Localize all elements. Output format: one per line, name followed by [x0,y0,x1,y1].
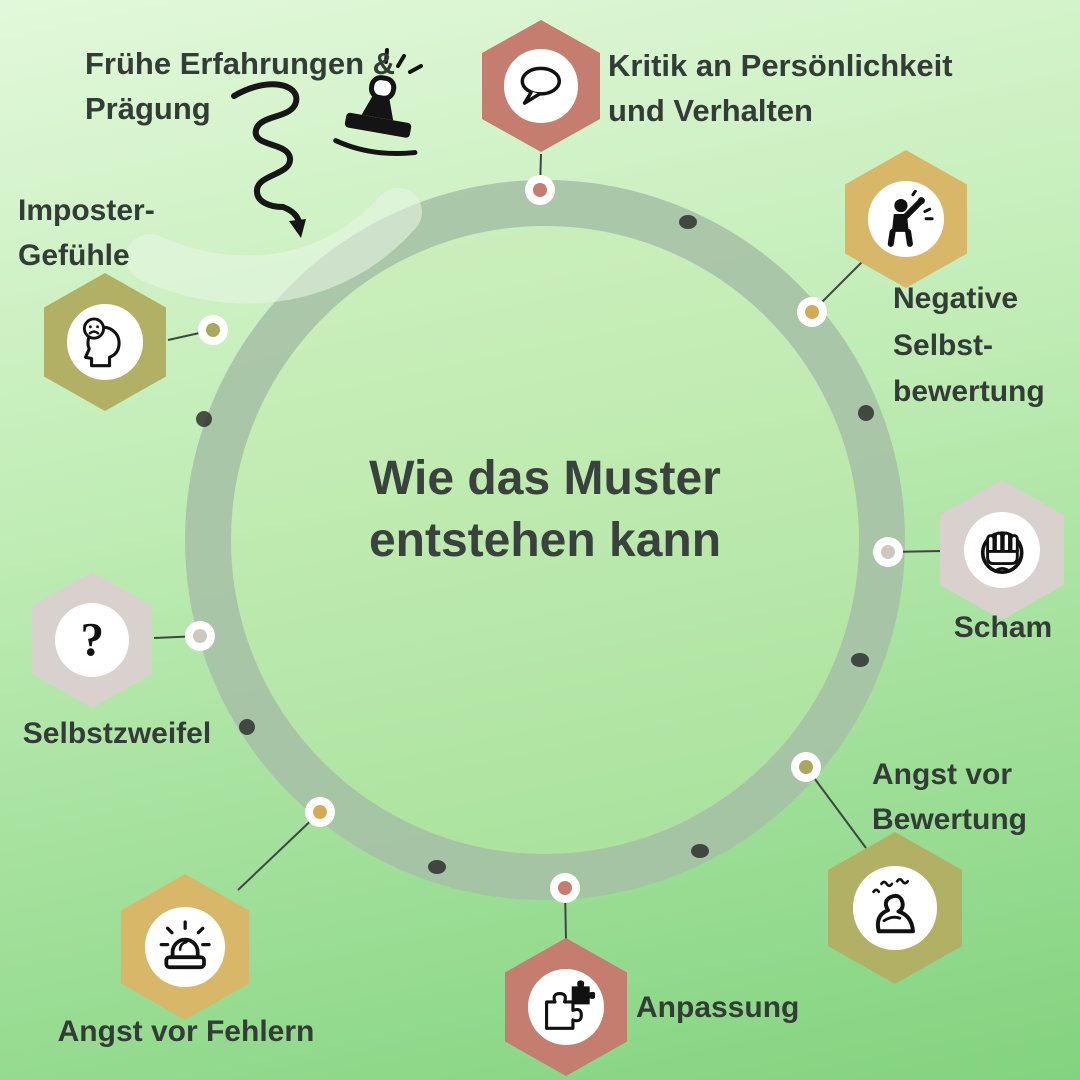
icon-disc [963,511,1041,589]
icon-disc [853,866,937,950]
icon-disc [868,181,944,257]
node-label-negative: Negative Selbst- bewertung [893,282,1045,408]
node-label-bewertung: Angst vor Bewertung [872,758,1028,836]
circle-inner-fill [231,226,859,854]
intro-label: Frühe Erfahrungen & Prägung [85,46,396,126]
icon-disc [67,304,143,380]
anxious-person-icon [872,878,916,934]
node-dots [185,175,903,903]
node-hexagon-zweifel: ? [32,572,152,708]
node-label-kritik: Kritik an Persönlichkeit und Verhalten [608,48,953,128]
node-label-fehler: Angst vor Fehlern [57,1015,315,1048]
stamp-doodle [333,48,423,157]
puzzle-icon [545,980,595,1031]
alarm-icon [159,920,211,969]
question-mark-icon: ? [80,614,104,666]
icon-disc: ? [54,602,130,678]
sad-mask-head-icon [83,317,121,368]
svg-text:?: ? [80,614,104,666]
node-label-anpassung: Anpassung [636,991,800,1024]
entry-swoosh [126,188,422,304]
icon-disc [504,49,578,123]
connector-line [805,766,867,849]
page-title: Wie das Muster entstehen kann [368,452,722,568]
node-label-scham: Scham [953,611,1053,644]
connector-line [237,811,321,891]
spiral-doodle [231,81,300,210]
node-label-zweifel: Selbstzweifel [22,717,212,750]
icon-disc [145,907,225,987]
arrow-doodle [280,204,306,238]
icon-disc [528,969,604,1045]
speech-bubble-icon [520,66,562,106]
facepalm-icon [980,531,1024,574]
node-label-imposter: Imposter- Gefühle [18,194,155,272]
angry-person-icon [888,190,934,248]
ring-dots [196,215,874,874]
